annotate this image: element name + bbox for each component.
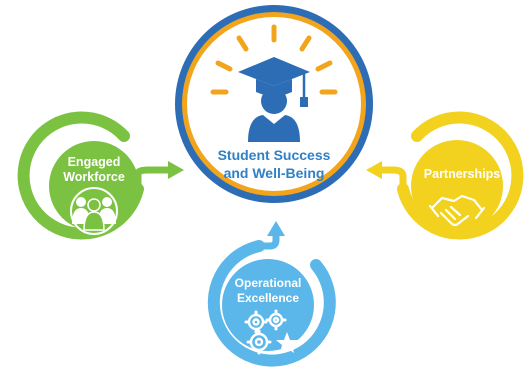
partnerships-ring bbox=[397, 111, 524, 240]
operational-excellence-label-line1: Operational bbox=[235, 276, 302, 290]
operational-excellence-ring bbox=[207, 240, 336, 367]
star-icon bbox=[276, 332, 298, 353]
partnerships-arrow-connector bbox=[380, 166, 407, 189]
center-label-line1: Student Success bbox=[218, 147, 331, 163]
center-label-line2: and Well-Being bbox=[224, 165, 325, 181]
partnerships-label: Partnerships bbox=[424, 167, 500, 181]
partnerships-arrowhead bbox=[366, 161, 382, 179]
engaged-workforce-label-line1: Engaged bbox=[68, 155, 121, 169]
node-engaged-workforce: Engaged Workforce bbox=[17, 111, 184, 240]
engaged-workforce-label-line2: Workforce bbox=[63, 170, 125, 184]
operational-excellence-label-line2: Excellence bbox=[237, 291, 299, 305]
node-partnerships: Partnerships bbox=[366, 111, 524, 240]
operational-excellence-arrowhead bbox=[267, 221, 285, 236]
operational-excellence-arrow-connector bbox=[259, 234, 280, 250]
engaged-workforce-arrowhead bbox=[168, 161, 184, 179]
engaged-workforce-arrow-connector bbox=[134, 166, 170, 189]
node-operational-excellence: Operational Excellence bbox=[207, 221, 336, 367]
center-node: Student Success and Well-Being bbox=[175, 5, 373, 203]
gears-icon bbox=[244, 309, 287, 355]
handshake-icon bbox=[428, 194, 486, 227]
sun-rays bbox=[210, 24, 338, 95]
graduate-cap-icon bbox=[238, 57, 310, 142]
people-group-icon bbox=[70, 187, 118, 235]
